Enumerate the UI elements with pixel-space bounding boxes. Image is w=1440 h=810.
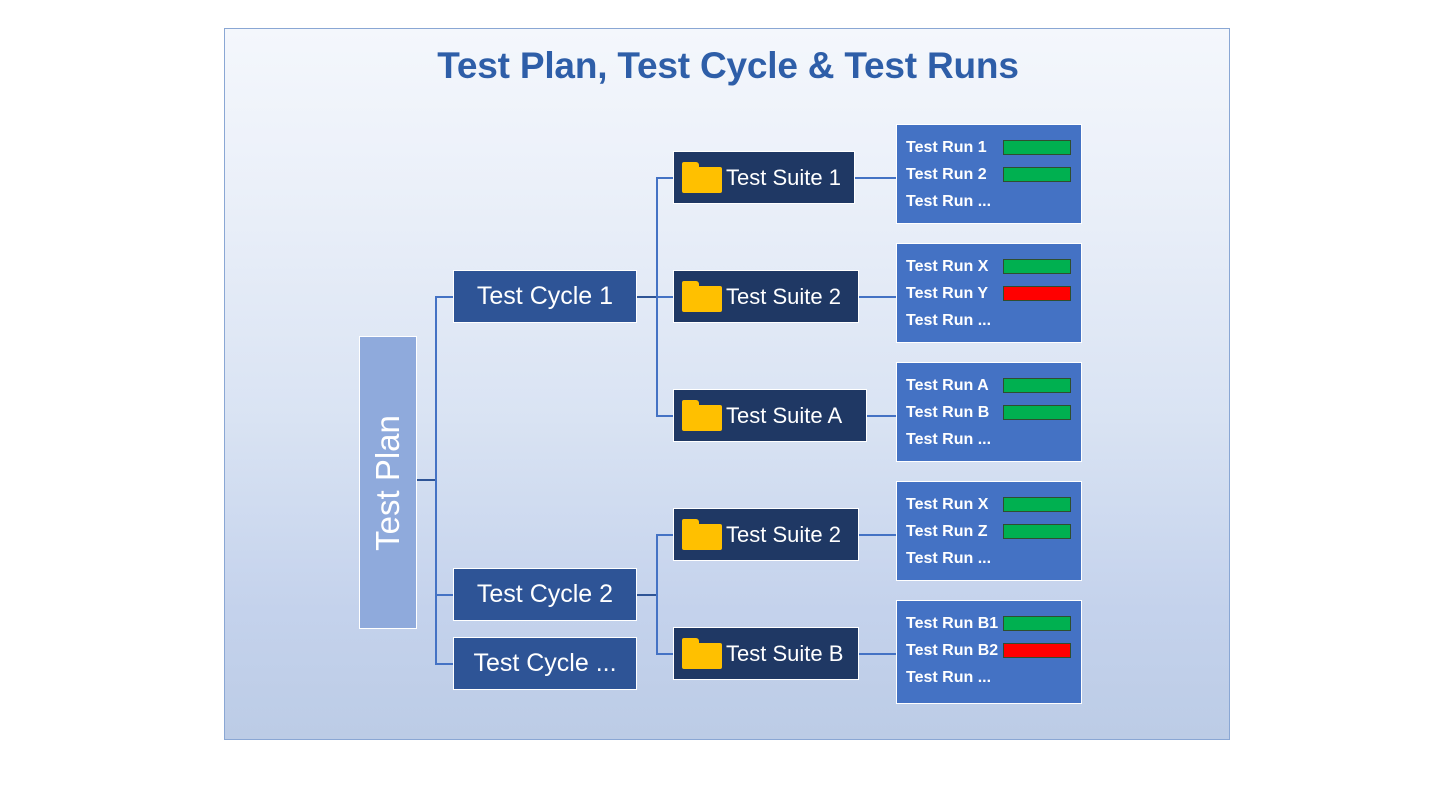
test-run-row[interactable]: Test Run ... [906,664,1071,691]
test-run-label: Test Run 2 [906,165,987,183]
test-run-status-bar [1003,378,1071,393]
connector-trunk-to-cycle-1 [435,296,454,298]
test-cycle-label: Test Cycle 2 [476,580,614,608]
test-suite-node-4[interactable]: Test Suite 2 [673,508,859,561]
test-run-status-bar [1003,140,1071,155]
test-plan-node[interactable]: Test Plan [359,336,417,629]
test-run-status-bar [1003,524,1071,539]
test-run-panel-4[interactable]: Test Run X Test Run Z Test Run ... [896,481,1082,581]
connector-plan-to-trunk [417,479,436,481]
test-suite-node-1[interactable]: Test Suite 1 [673,151,855,204]
connector-cycle-trunk [435,296,437,663]
test-suite-label: Test Suite 2 [726,283,841,309]
page-title: Test Plan, Test Cycle & Test Runs [437,45,1019,86]
connector-trunk-to-cycle-3 [435,663,454,665]
connector-suite-trunk-bottom [656,534,658,653]
test-run-row[interactable]: Test Run 1 [906,134,1071,161]
test-run-row[interactable]: Test Run ... [906,188,1071,215]
connector-trunk-to-suite-3 [656,415,674,417]
test-run-row[interactable]: Test Run Y [906,280,1071,307]
test-run-status-bar [1003,405,1071,420]
test-run-status-bar [1003,497,1071,512]
test-run-label: Test Run B [906,403,990,421]
test-run-label: Test Run ... [906,311,992,329]
slide-frame: Test Plan, Test Cycle & Test Runs Test P… [224,28,1230,740]
test-run-row[interactable]: Test Run B2 [906,637,1071,664]
connector-suite4-to-panel4 [858,534,897,536]
test-run-label: Test Run B2 [906,641,999,659]
connector-trunk-to-suite-2 [656,296,674,298]
test-run-label: Test Run ... [906,192,992,210]
test-suite-label: Test Suite B [726,640,844,666]
test-run-label: Test Run Y [906,284,989,302]
test-run-row[interactable]: Test Run A [906,372,1071,399]
test-run-label: Test Run 1 [906,138,987,156]
test-run-panel-5[interactable]: Test Run B1 Test Run B2 Test Run ... [896,600,1082,704]
connector-suite3-to-panel3 [866,415,897,417]
test-suite-node-2[interactable]: Test Suite 2 [673,270,859,323]
test-run-label: Test Run Z [906,522,988,540]
test-run-panel-1[interactable]: Test Run 1 Test Run 2 Test Run ... [896,124,1082,224]
test-run-label: Test Run X [906,495,989,513]
test-run-label: Test Run ... [906,430,992,448]
test-run-row[interactable]: Test Run B [906,399,1071,426]
test-run-row[interactable]: Test Run X [906,253,1071,280]
connector-suite1-to-panel1 [854,177,897,179]
connector-suite5-to-panel5 [858,653,897,655]
test-run-row[interactable]: Test Run ... [906,545,1071,572]
test-cycle-node-3[interactable]: Test Cycle ... [453,637,637,690]
test-run-row[interactable]: Test Run Z [906,518,1071,545]
test-run-label: Test Run B1 [906,614,999,632]
test-run-row[interactable]: Test Run 2 [906,161,1071,188]
test-run-row[interactable]: Test Run B1 [906,610,1071,637]
folder-icon [682,162,722,193]
test-run-status-bar [1003,167,1071,182]
test-run-label: Test Run X [906,257,989,275]
test-suite-label: Test Suite 1 [726,164,841,190]
connector-trunk-to-suite-1 [656,177,674,179]
connector-cycle1-to-trunk [637,296,657,298]
connector-trunk-to-cycle-2 [435,594,454,596]
test-run-label: Test Run A [906,376,989,394]
connector-suite2-to-panel2 [858,296,897,298]
test-run-label: Test Run ... [906,549,992,567]
test-run-panel-3[interactable]: Test Run A Test Run B Test Run ... [896,362,1082,462]
connector-trunk-to-suite-5 [656,653,674,655]
test-cycle-node-1[interactable]: Test Cycle 1 [453,270,637,323]
test-suite-label: Test Suite A [726,402,843,428]
test-cycle-label: Test Cycle ... [473,649,617,677]
test-run-row[interactable]: Test Run X [906,491,1071,518]
test-cycle-node-2[interactable]: Test Cycle 2 [453,568,637,621]
test-run-status-bar [1003,259,1071,274]
test-cycle-label: Test Cycle 1 [476,282,614,310]
connector-cycle2-to-trunk [637,594,657,596]
test-run-row[interactable]: Test Run ... [906,307,1071,334]
test-plan-label: Test Plan [369,414,406,551]
folder-icon [682,281,722,312]
folder-icon [682,638,722,669]
test-suite-node-3[interactable]: Test Suite A [673,389,867,442]
test-run-panel-2[interactable]: Test Run X Test Run Y Test Run ... [896,243,1082,343]
folder-icon [682,400,722,431]
test-suite-label: Test Suite 2 [726,521,841,547]
connector-trunk-to-suite-4 [656,534,674,536]
test-run-status-bar [1003,616,1071,631]
test-run-status-bar [1003,286,1071,301]
test-run-status-bar [1003,643,1071,658]
folder-icon [682,519,722,550]
test-run-label: Test Run ... [906,668,992,686]
test-suite-node-5[interactable]: Test Suite B [673,627,859,680]
test-run-row[interactable]: Test Run ... [906,426,1071,453]
